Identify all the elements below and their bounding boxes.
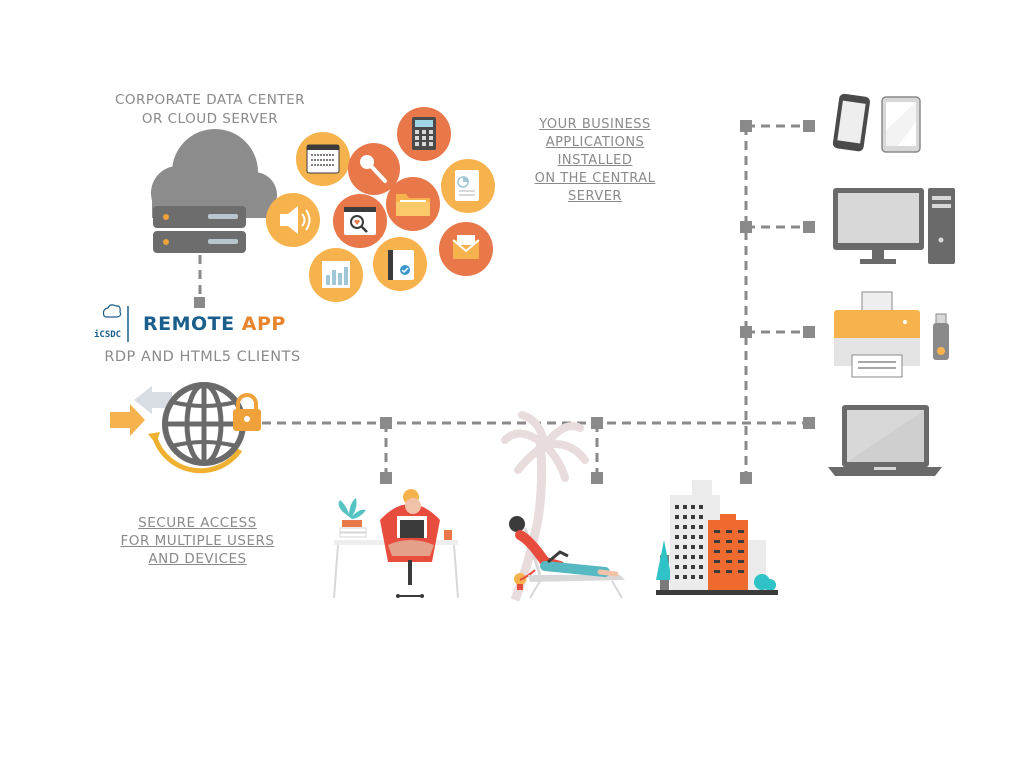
brand-logo-icon [102, 304, 129, 342]
woman-desk-illustration [333, 489, 459, 599]
connector-nodes [194, 120, 815, 484]
business-apps-line-5: SERVER [568, 189, 622, 204]
phone-tablet-icon [832, 93, 921, 153]
node [803, 120, 815, 132]
node [740, 120, 752, 132]
business-apps-line-2: APPLICATIONS [545, 135, 645, 150]
secure-access-line-1: SECURE ACCESS [138, 515, 257, 531]
speaker-icon [266, 193, 320, 247]
brand-name: REMOTE APP [143, 313, 286, 335]
search-heart-icon [333, 194, 387, 248]
data-center-label: CORPORATE DATA CENTER OR CLOUD SERVER [80, 91, 340, 129]
node [194, 297, 205, 308]
secure-access-line-2: FOR MULTIPLE USERS [120, 533, 275, 549]
folder-icon [386, 177, 440, 231]
connector-lines [198, 124, 808, 478]
node [803, 326, 815, 338]
business-apps-line-1: YOUR BUSINESS [539, 117, 651, 132]
node [591, 417, 603, 429]
node [803, 221, 815, 233]
clients-label: RDP AND HTML5 CLIENTS [104, 349, 301, 365]
node [380, 472, 392, 484]
node [380, 417, 392, 429]
bar-chart-icon [309, 248, 363, 302]
laptop-icon [828, 405, 942, 476]
secure-globe-icon [110, 382, 261, 474]
document-chart-icon [441, 159, 495, 213]
node [591, 472, 603, 484]
data-center-line-2: OR CLOUD SERVER [141, 111, 279, 127]
node [740, 326, 752, 338]
printer-usb-icon [834, 291, 949, 378]
secure-access-label: SECURE ACCESS FOR MULTIPLE USERS AND DEV… [95, 514, 300, 568]
cloud-server-icon [151, 129, 277, 253]
node [803, 417, 815, 429]
node [740, 472, 752, 484]
desktop-computer-icon [833, 188, 955, 264]
brand-name-part-2: APP [241, 313, 286, 335]
business-apps-line-4: ON THE CENTRAL [534, 171, 656, 186]
calculator-icon [397, 107, 451, 161]
business-apps-line-3: INSTALLED [557, 153, 633, 168]
office-buildings-illustration [656, 480, 778, 595]
business-apps-label: YOUR BUSINESS APPLICATIONS INSTALLED ON … [510, 116, 680, 206]
brand-name-part-1: REMOTE [143, 313, 235, 335]
node [740, 221, 752, 233]
email-icon [439, 222, 493, 276]
checklist-book-icon [373, 237, 427, 291]
beach-lounge-illustration [501, 411, 625, 602]
brand-logo-text: iCSDC [94, 330, 122, 340]
microphone-icon [348, 143, 400, 195]
data-center-line-1: CORPORATE DATA CENTER [114, 92, 306, 108]
secure-access-line-3: AND DEVICES [148, 551, 247, 567]
binary-code-icon [296, 132, 350, 186]
